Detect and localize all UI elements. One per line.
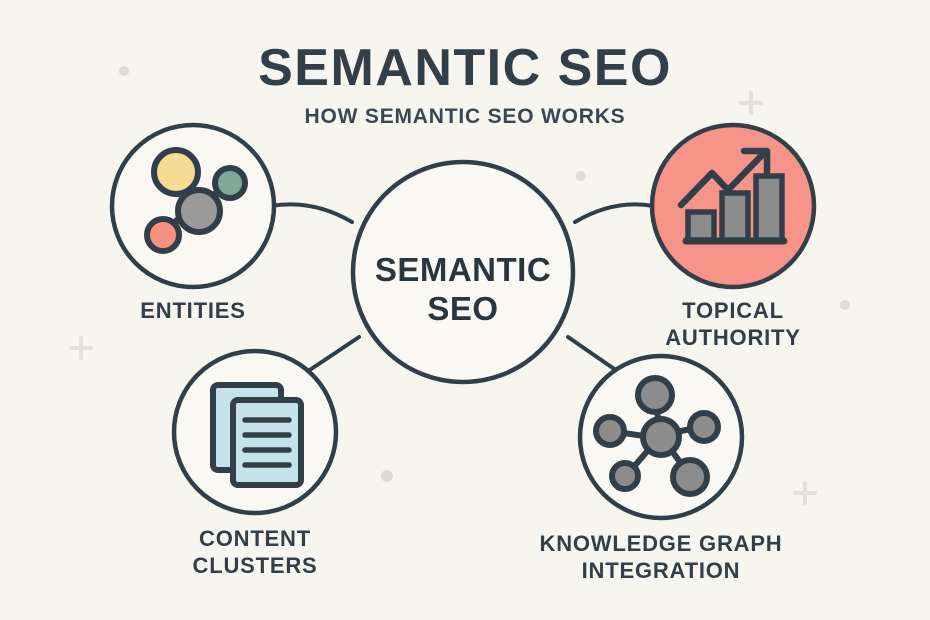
document-front xyxy=(230,397,304,488)
document-text-lines xyxy=(242,417,292,468)
bar-small xyxy=(685,209,717,243)
documents-icon xyxy=(210,382,304,488)
plus-icon xyxy=(739,91,763,115)
molecule-icon xyxy=(144,147,248,254)
page-title: SEMANTIC SEO xyxy=(258,39,672,97)
plus-icon xyxy=(69,336,93,360)
hub-circle[interactable] xyxy=(350,159,576,385)
connector-topical-authority xyxy=(573,202,655,224)
node-knowledge-graph-integration[interactable]: KNOWLEDGE GRAPH INTEGRATION xyxy=(540,353,783,583)
topical-authority-label-line1: TOPICAL xyxy=(682,298,784,323)
graph-node-bottom-left xyxy=(609,460,641,492)
connector-entities xyxy=(269,202,354,224)
molecule-node-green xyxy=(212,165,248,201)
bar-medium xyxy=(719,190,751,243)
decorative-dot xyxy=(576,171,586,181)
hub-label-line1: SEMANTIC xyxy=(375,251,551,288)
page-subtitle: HOW SEMANTIC SEO WORKS xyxy=(305,105,626,128)
decorative-plus-marks xyxy=(69,91,817,505)
hub-node-semantic-seo[interactable]: SEMANTIC SEO xyxy=(350,159,576,385)
decorative-dots xyxy=(119,66,850,482)
molecule-node-salmon xyxy=(144,216,182,254)
trend-arrow-line xyxy=(677,148,769,209)
node-content-clusters[interactable]: CONTENT CLUSTERS xyxy=(171,348,339,578)
molecule-node-center-gray xyxy=(175,187,223,235)
network-graph-icon xyxy=(593,375,721,497)
graph-node-left xyxy=(593,414,627,448)
content-clusters-label-line1: CONTENT xyxy=(199,526,311,551)
knowledge-graph-label-line2: INTEGRATION xyxy=(582,558,741,583)
graph-node-bottom-right xyxy=(670,457,710,497)
graph-node-right xyxy=(687,410,721,444)
decorative-dot xyxy=(840,300,850,310)
decorative-dot xyxy=(119,66,129,76)
knowledge-graph-label-line1: KNOWLEDGE GRAPH xyxy=(540,531,783,556)
graph-node-top xyxy=(635,375,675,415)
content-clusters-label-line2: CLUSTERS xyxy=(193,553,318,578)
entities-label-line1: ENTITIES xyxy=(140,298,245,323)
bar-large xyxy=(753,173,785,243)
node-topical-authority[interactable]: TOPICAL AUTHORITY xyxy=(649,122,817,350)
plus-icon xyxy=(793,481,817,505)
molecule-node-yellow xyxy=(151,147,201,197)
growth-bar-chart-icon xyxy=(677,147,788,245)
node-entities[interactable]: ENTITIES xyxy=(109,122,277,323)
topical-authority-label-line2: AUTHORITY xyxy=(665,325,801,350)
trend-arrow-head xyxy=(740,147,771,178)
graph-node-center xyxy=(640,416,682,458)
hub-label-line2: SEO xyxy=(427,290,498,327)
decorative-dot xyxy=(381,470,393,482)
